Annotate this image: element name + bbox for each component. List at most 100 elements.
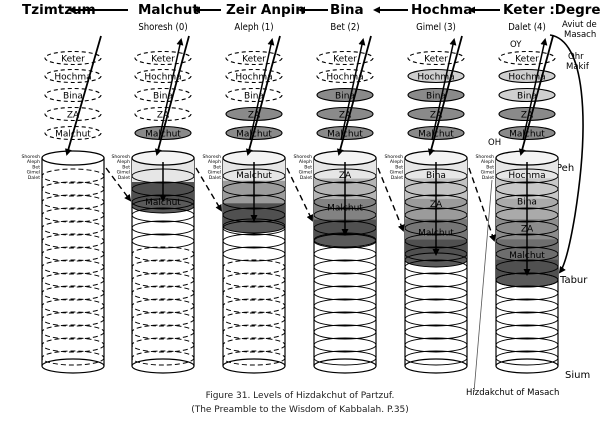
level-label: Shoresh (111, 154, 130, 160)
light-arrow (427, 35, 463, 156)
level-label: Gimel (299, 170, 312, 176)
ohr-label: Ohr (568, 52, 584, 62)
body-ring (404, 324, 468, 340)
sefira-label-keter: Keter (61, 55, 85, 65)
sefira-label-keter: Keter (151, 55, 175, 65)
level-label: Bet (395, 164, 403, 170)
sefira-label-za: ZA (521, 111, 534, 121)
level-label: Bet (486, 164, 494, 170)
body-ring (313, 311, 377, 327)
hizdakchut-label: Hizdakchut of Masach (466, 388, 560, 398)
body-ring (313, 337, 377, 353)
body-ring (131, 220, 195, 236)
level-label: Shoresh (202, 154, 221, 160)
body-ring (131, 285, 195, 301)
light-arrow (518, 35, 554, 156)
body-ring (41, 350, 105, 366)
body-sefira-label: Malchut (145, 198, 181, 208)
sefira-label-malchut: Malchut (418, 130, 454, 140)
level-label: Aleph (27, 159, 40, 165)
body-ring (495, 311, 559, 327)
sefira-ring (498, 50, 556, 66)
body-ring (404, 337, 468, 353)
sefira-ring (44, 106, 102, 122)
sium-label: Sium (565, 370, 591, 381)
body-ring (313, 324, 377, 340)
body-ring (495, 324, 559, 340)
sefira-label-za: ZA (339, 111, 352, 121)
sefira-ring (44, 50, 102, 66)
caption-line-2: (The Preamble to the Wisdom of Kabbalah.… (191, 405, 409, 415)
level-label: Shoresh (475, 154, 494, 160)
level-label: Shoresh (293, 154, 312, 160)
body-ring (131, 298, 195, 314)
level-label: Gimel (27, 170, 40, 176)
level-label: Shoresh (21, 154, 40, 160)
sefira-ring (134, 68, 192, 84)
body-ring (131, 233, 195, 249)
sefira-label-malchut: Malchut (236, 130, 272, 140)
body-ring (41, 272, 105, 288)
reflected-light-arrow (249, 38, 275, 141)
body-ring (313, 285, 377, 301)
level-label: Shoresh (384, 154, 403, 160)
body-ring (495, 337, 559, 353)
body-ring (222, 350, 286, 366)
sefira-ring (225, 50, 283, 66)
body-ring (313, 246, 377, 262)
sefira-label-za: ZA (157, 111, 170, 121)
body-ring (313, 350, 377, 366)
level-label: Dalet (118, 175, 130, 181)
body-base (495, 358, 559, 374)
transition-arrow (105, 167, 132, 202)
stage-label: Bet (2) (330, 22, 360, 33)
sefira-label-bina: Bina (426, 92, 446, 102)
body-ring (131, 259, 195, 275)
body-ring (222, 246, 286, 262)
body-ring (495, 285, 559, 301)
sefira-ring (134, 50, 192, 66)
body-ring (495, 350, 559, 366)
sefira-label-keter: Keter (515, 55, 539, 65)
sefira-label-hochma: Hochma (54, 73, 91, 83)
degree-keter: Keter :Degree (503, 2, 600, 18)
body-ring (41, 285, 105, 301)
body-base (41, 358, 105, 374)
body-ring (222, 285, 286, 301)
sefira-label-za: ZA (248, 111, 261, 121)
body-ring (404, 259, 468, 275)
stage-label: Shoresh (0) (138, 22, 188, 33)
reflected-light-arrow (340, 38, 366, 141)
light-arrow (245, 35, 281, 156)
level-label: Dalet (300, 175, 312, 181)
level-label: Bet (122, 164, 130, 170)
body-ring (131, 207, 195, 223)
body-ring (41, 207, 105, 223)
sefira-label-malchut: Malchut (509, 130, 545, 140)
body-ring (404, 285, 468, 301)
stage-label: Gimel (3) (416, 22, 456, 33)
sefira-label-bina: Bina (63, 92, 83, 102)
body-ring (41, 220, 105, 236)
body-ring (131, 272, 195, 288)
degree-tzimtzum: Tzimtzum (22, 2, 96, 18)
level-label: Dalet (391, 175, 403, 181)
caption-line-1: Figure 31. Levels of Hizdakchut of Partz… (205, 391, 395, 401)
body-ring (222, 311, 286, 327)
level-label: Gimel (117, 170, 130, 176)
body-base (313, 358, 377, 374)
masach-label: Masach (564, 30, 597, 40)
level-label: Gimel (481, 170, 494, 176)
reflected-light-arrow (158, 38, 184, 141)
sefira-ring (44, 125, 102, 141)
body-ring (41, 194, 105, 210)
body-ring (313, 298, 377, 314)
body-ring (41, 298, 105, 314)
sefira-label-hochma: Hochma (326, 73, 363, 83)
body-ring (222, 298, 286, 314)
level-label: Dalet (28, 175, 40, 181)
peh-label: Peh (556, 163, 575, 174)
body-ring (131, 337, 195, 353)
